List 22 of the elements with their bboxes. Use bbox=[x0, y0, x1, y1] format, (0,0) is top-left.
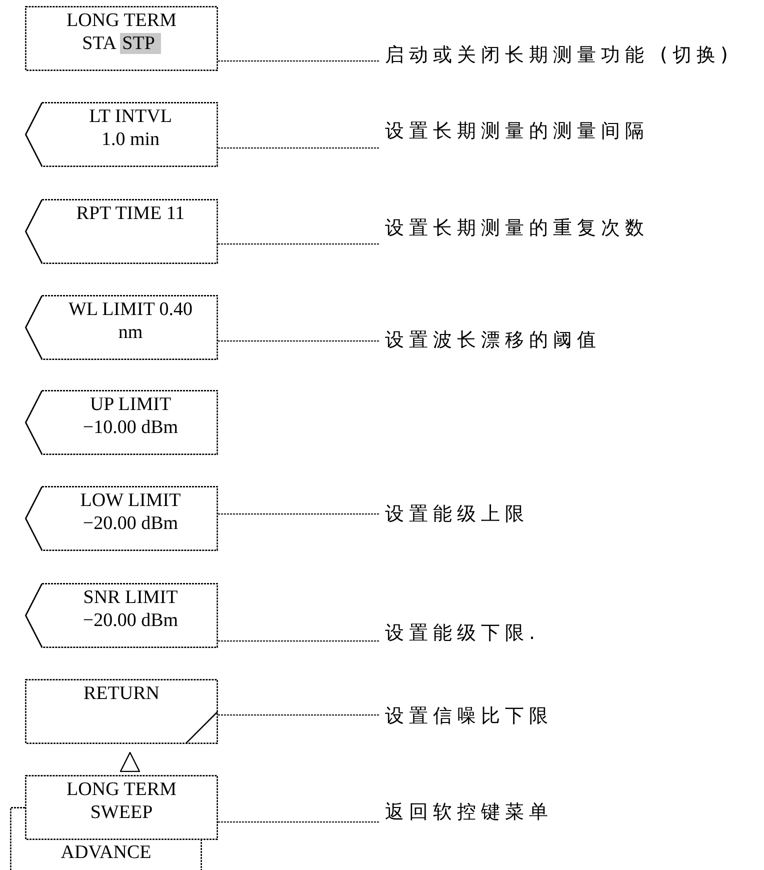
return-softkey-box: RETURN bbox=[25, 679, 218, 744]
softkey-value-box: RPT TIME 11 bbox=[25, 199, 218, 264]
softkey-value-box: SNR LIMIT −20.00 dBm bbox=[25, 583, 218, 648]
softkey-value-box: LOW LIMIT −20.00 dBm bbox=[25, 486, 218, 551]
softkey-box: LONG TERM SWEEP bbox=[25, 775, 218, 840]
description-text: 启动或关闭长期测量功能 (切换) bbox=[380, 35, 760, 75]
description-text: 设置能级上限 bbox=[380, 494, 760, 534]
description-text: 返回软控键菜单 bbox=[380, 792, 760, 832]
description-text: 设置长期测量的测量间隔 bbox=[380, 111, 760, 151]
description-text: 设置能级下限. bbox=[380, 613, 760, 653]
description-text: 设置波长漂移的阈值 bbox=[380, 320, 760, 360]
leader-line bbox=[218, 60, 380, 62]
description-text: 设置长期测量的重复次数 bbox=[380, 208, 760, 248]
softkey-value-box: WL LIMIT 0.40 nm bbox=[25, 295, 218, 360]
arrow bbox=[120, 752, 140, 772]
leader-line bbox=[218, 640, 380, 642]
leader-line bbox=[218, 340, 380, 342]
softkey-value-box: LT INTVL 1.0 min bbox=[25, 102, 218, 167]
softkey-box: LONG TERM STA STP bbox=[25, 6, 218, 71]
leader-line bbox=[218, 714, 380, 716]
description-text: 设置信噪比下限 bbox=[380, 696, 760, 736]
softkey-value-box: UP LIMIT −10.00 dBm bbox=[25, 390, 218, 455]
